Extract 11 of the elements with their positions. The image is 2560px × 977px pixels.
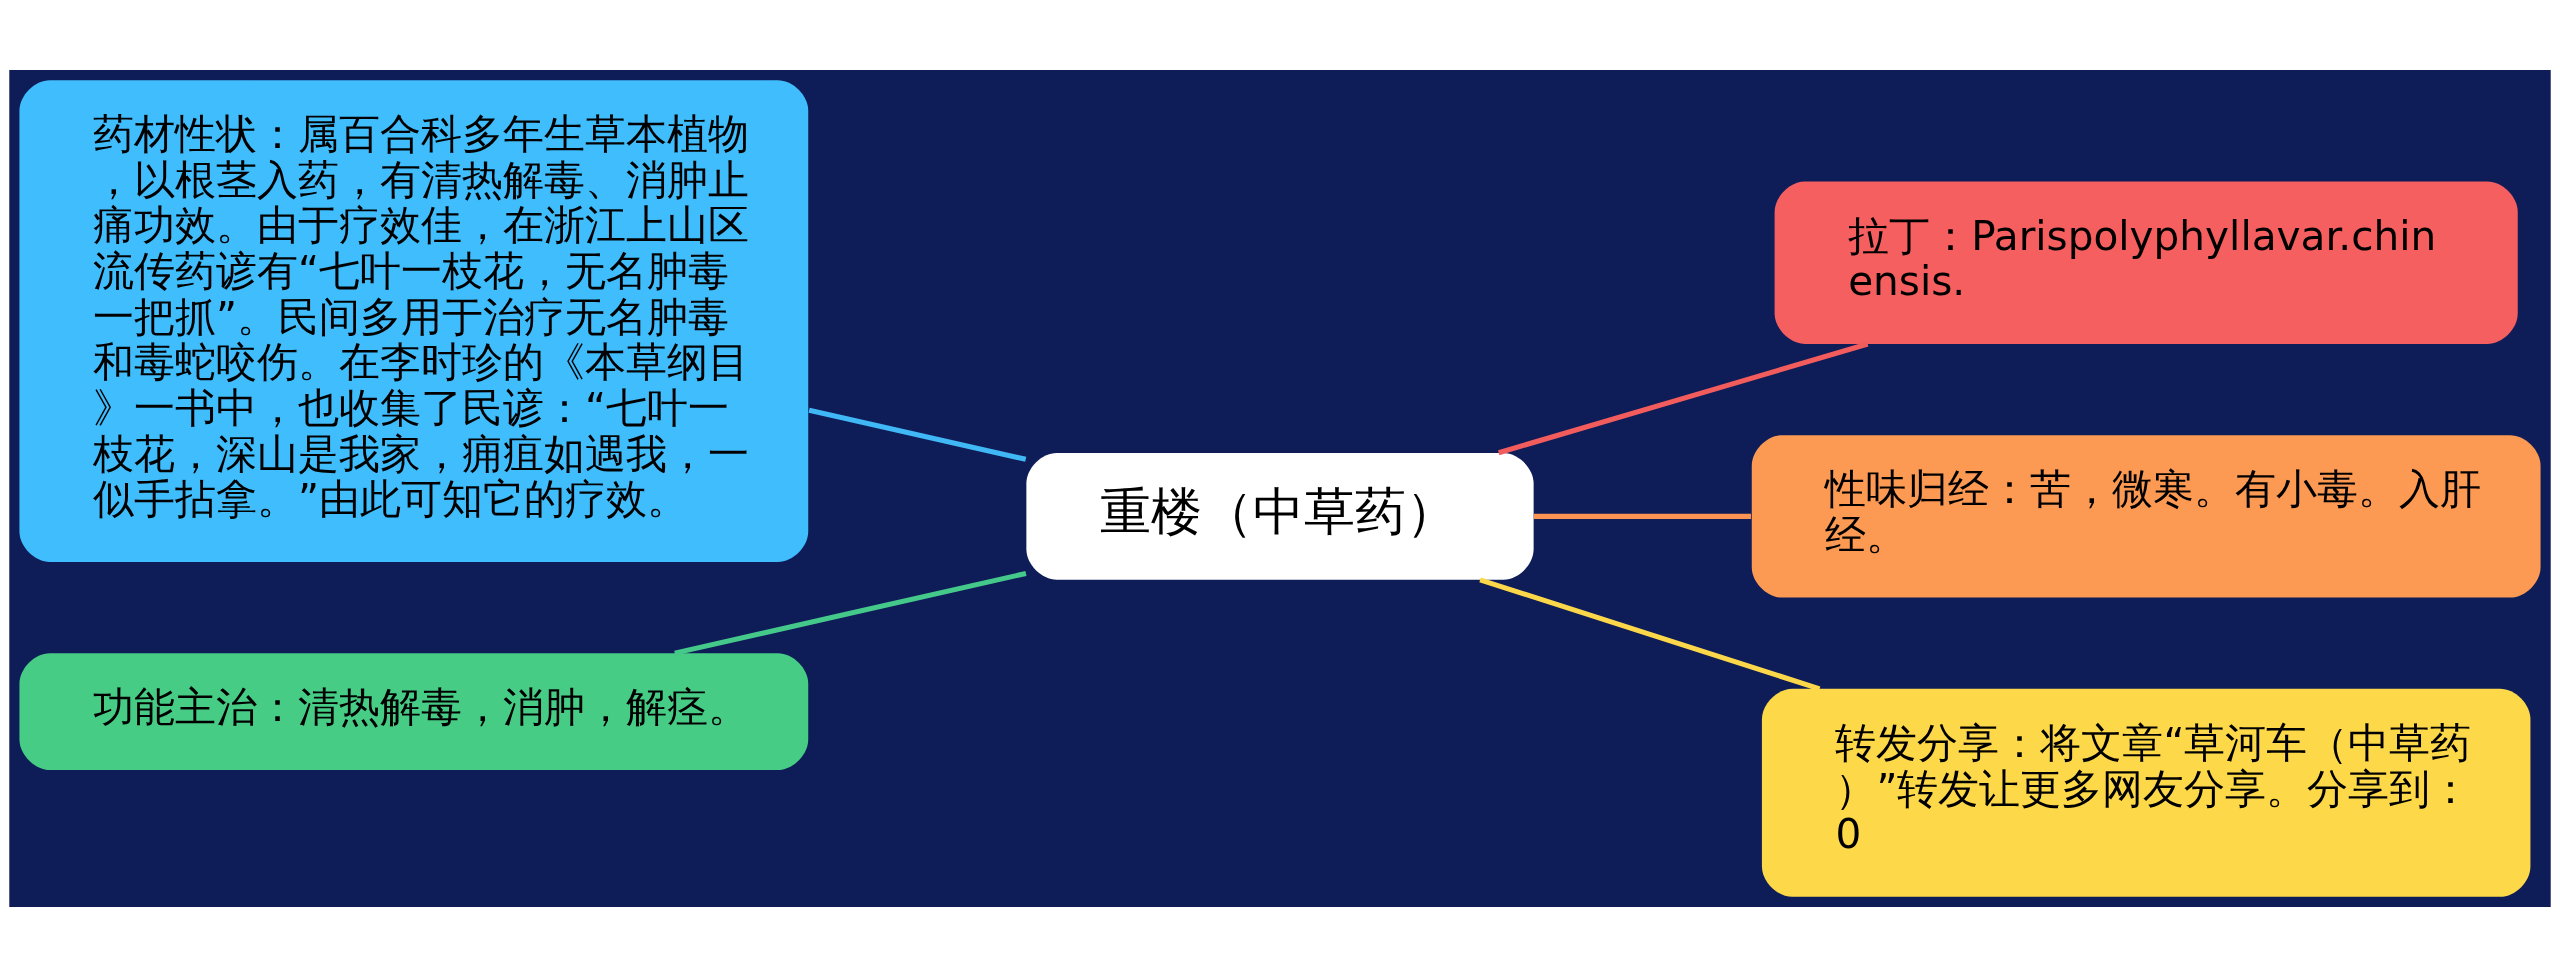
connector xyxy=(808,407,1027,462)
node-box: 药材性状：属百合科多年生草本植物，以根茎入药，有清热解毒、消肿止痛功效。由于疗效佳，在浙江上山区流传药谚有“七叶一枝花，无名肿毒一把抓”。民间多用于治疗无名肿毒和毒蛇咬伤。在李时珍的《本草纲目》一书中，也收集了民谚：“七叶一枝花，深山是我家，痈疽如遇我，一似手拈拿。”由此可知它的疗效。 xyxy=(19,80,809,563)
node-box: 转发分享：将文章“草河车（中草药）”转发让更多网友分享。分享到：0 xyxy=(1761,688,2531,897)
connector xyxy=(1533,513,1751,519)
node-box: 重楼（中草药） xyxy=(1026,453,1534,580)
connector xyxy=(1498,341,1869,456)
node-box: 功能主治：清热解毒，消肿，解痉。 xyxy=(19,653,809,771)
connector xyxy=(674,570,1027,656)
connector xyxy=(1479,577,1821,692)
node-box: 性味归经：苦，微寒。有小毒。入肝经。 xyxy=(1751,435,2541,598)
node-box: 拉丁：Parispolyphyllavar.chinensis. xyxy=(1774,181,2518,344)
